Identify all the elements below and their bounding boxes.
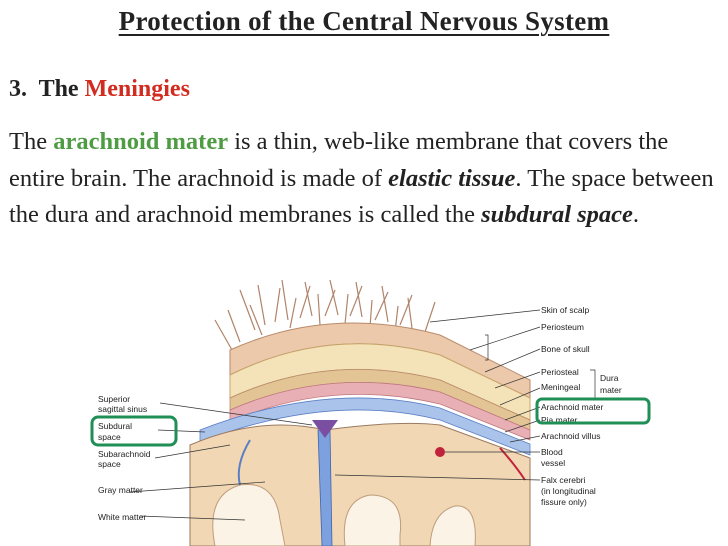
label-falx-3: fissure only) <box>541 497 587 507</box>
label-sinus-2: sagittal sinus <box>98 404 147 414</box>
label-falx-2: (in longitudinal <box>541 486 596 496</box>
hair-illustration <box>214 280 436 351</box>
label-bone: Bone of skull <box>541 344 590 354</box>
label-subarachnoid: Subarachnoid <box>98 449 151 459</box>
highlight-box-subdural <box>90 415 178 447</box>
meninges-term: Meningies <box>84 76 190 102</box>
label-meningeal: Meningeal <box>541 382 580 392</box>
label-white-matter: White matter <box>98 512 146 522</box>
sagittal-sinus <box>312 420 338 438</box>
label-dura-mater: mater <box>600 385 622 395</box>
term-arachnoid: arachnoid mater <box>53 128 229 155</box>
label-pia: Pia mater <box>541 415 578 425</box>
label-vessel: vessel <box>541 458 565 468</box>
label-subarachnoid-2: space <box>98 459 121 469</box>
label-skin: Skin of scalp <box>541 305 589 315</box>
label-arachnoid: Arachnoid mater <box>541 402 604 412</box>
meninges-diagram: Skin of scalp Periosteum Bone of skull P… <box>90 280 651 546</box>
label-dura: Dura <box>600 373 619 383</box>
label-sinus: Superior <box>98 394 130 404</box>
highlight-box-arachnoid <box>535 397 651 425</box>
white-matter <box>212 483 476 546</box>
term-elastic-tissue: elastic tissue <box>388 164 516 192</box>
label-periosteal: Periosteal <box>541 367 579 377</box>
label-gray-matter: Gray matter <box>98 485 143 495</box>
label-periosteum: Periosteum <box>541 322 584 332</box>
label-falx: Falx cerebri <box>541 475 586 485</box>
label-subdural-2: space <box>98 432 121 442</box>
label-blood: Blood <box>541 447 563 457</box>
body-paragraph: The arachnoid mater is a thin, web-like … <box>9 128 714 228</box>
slide-subtitle: 3. The Meningies <box>9 76 190 102</box>
dura-layer <box>229 382 531 441</box>
slide-title: Protection of the Central Nervous System <box>118 6 610 36</box>
term-subdural-space: subdural space <box>481 201 633 228</box>
label-subdural: Subdural <box>98 421 132 431</box>
label-villus: Arachnoid villus <box>541 431 601 441</box>
